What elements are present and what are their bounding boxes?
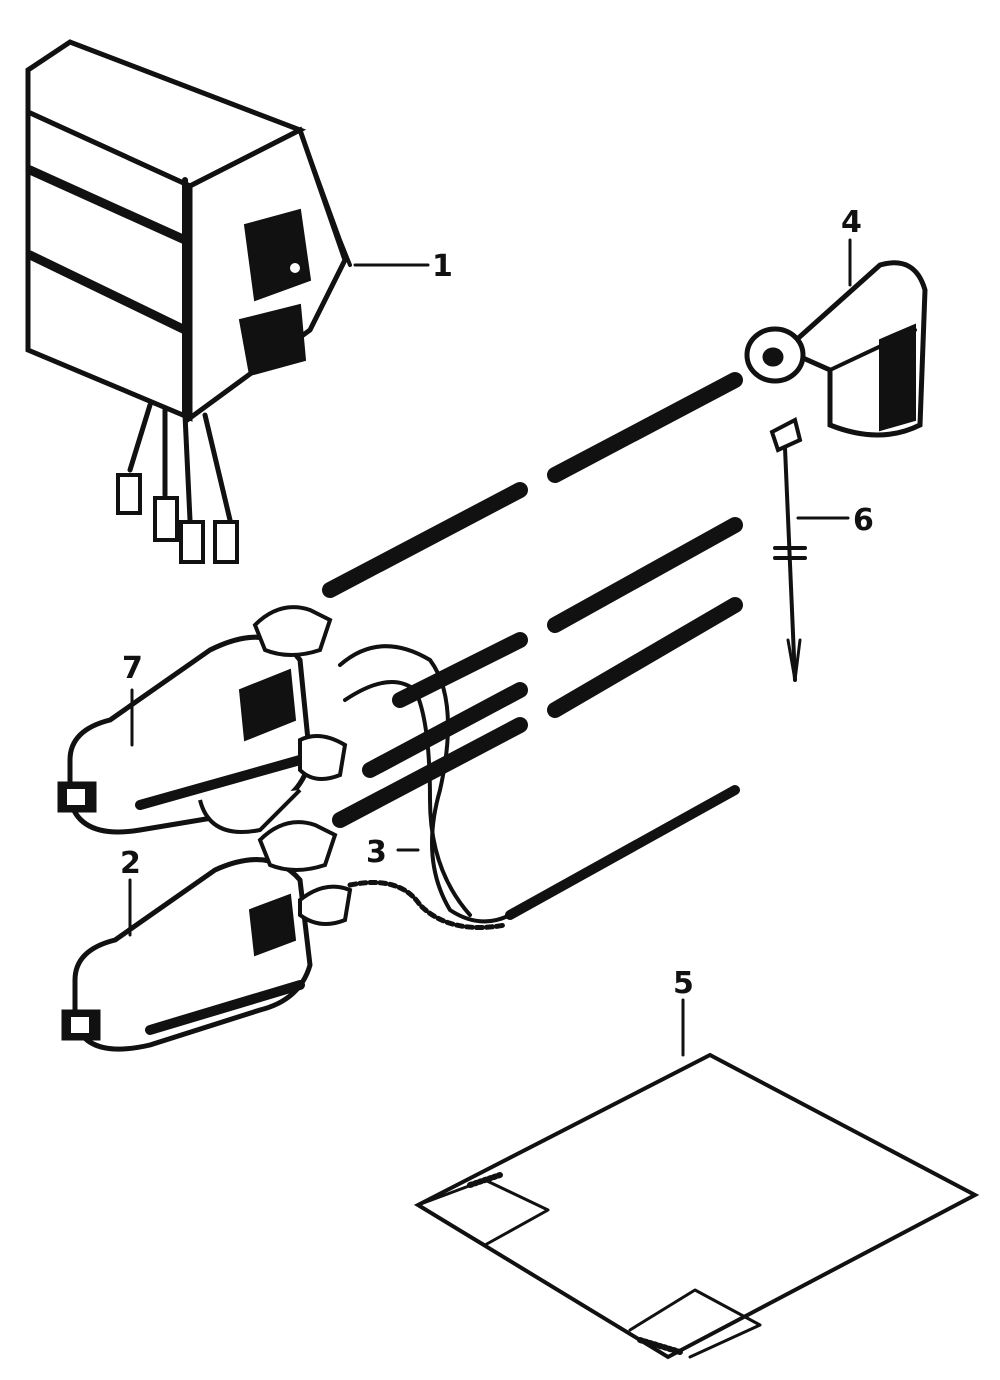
callout-labels: 1 2 3 4 5 6 7 <box>120 205 874 1001</box>
regulator-box <box>25 39 352 564</box>
gasket-sheet <box>413 1052 980 1360</box>
callout-2: 2 <box>120 846 141 881</box>
leader-lines <box>128 238 852 1057</box>
callout-1: 1 <box>432 249 453 284</box>
spark-plug-cap <box>744 260 928 438</box>
ignition-coil-upper <box>57 605 348 835</box>
callout-7: 7 <box>122 651 143 686</box>
wire-harness <box>338 644 512 930</box>
ignition-coil-lower <box>61 820 353 1052</box>
callout-4: 4 <box>841 205 862 240</box>
callout-5: 5 <box>673 966 694 1001</box>
callout-3: 3 <box>366 835 387 870</box>
cable-tie <box>769 417 807 682</box>
high-tension-leads <box>322 372 743 920</box>
callout-6: 6 <box>853 503 874 538</box>
